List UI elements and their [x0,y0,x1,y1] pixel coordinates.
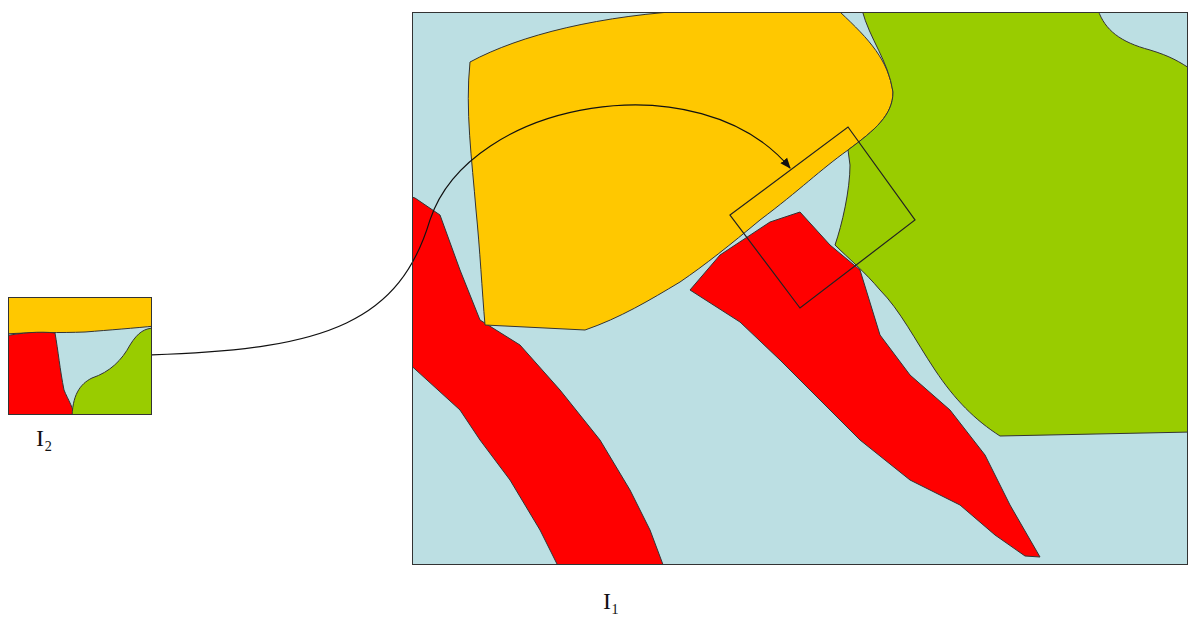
mapping-arrow [152,105,790,355]
small-image [8,297,152,415]
small-image: I₂ [8,297,152,415]
large-image [412,12,1188,565]
yellow-region [468,12,893,330]
yellow-region [8,297,152,334]
image-label: I₁ [603,589,619,613]
image-label: I₂ [36,426,52,450]
red-region [8,332,75,415]
matched-region-frame [730,127,915,308]
large-image: I₁ [412,12,1188,565]
green-region [835,12,1188,436]
green-region [72,328,152,415]
